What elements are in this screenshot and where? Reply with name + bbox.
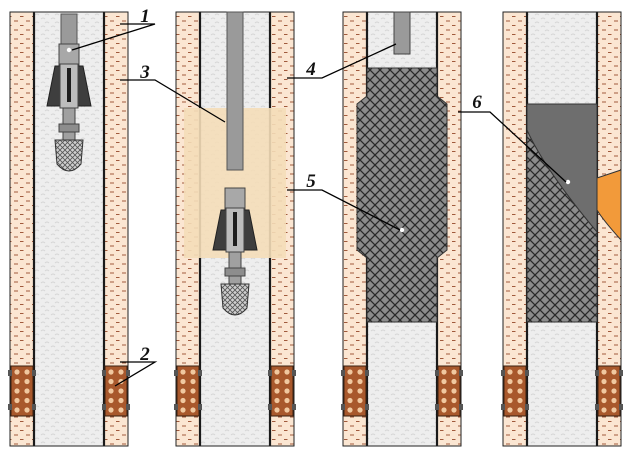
callout-label: 6 <box>472 92 482 113</box>
perforation-zone <box>268 366 296 416</box>
reamer-slot <box>67 68 71 102</box>
tool-sub <box>59 44 79 66</box>
perforation-zone <box>341 366 369 416</box>
well-panel-3 <box>341 12 463 446</box>
drill-bit <box>221 284 249 315</box>
callout-label: 5 <box>306 171 316 192</box>
tool-sub <box>225 188 245 210</box>
stabilizer-collar <box>225 268 245 276</box>
perforation-zone <box>8 366 36 416</box>
callout-label: 2 <box>139 344 150 365</box>
callout-label: 4 <box>305 59 316 80</box>
reamer-slot <box>233 212 237 246</box>
perforation-zone <box>102 366 130 416</box>
perforation-zone <box>174 366 202 416</box>
callout-anchor-5 <box>400 228 404 232</box>
well-panel-1 <box>8 12 130 446</box>
perforation-zone <box>595 366 623 416</box>
well-panel-2 <box>174 12 296 446</box>
well-panel-4 <box>501 12 623 446</box>
callout-anchor-1 <box>67 48 71 52</box>
callout-anchor-6 <box>566 180 570 184</box>
callout-label: 1 <box>140 6 150 27</box>
perforation-zone <box>435 366 463 416</box>
callout-label: 3 <box>139 62 150 83</box>
drill-bit <box>55 140 83 171</box>
tubing-stub <box>394 12 410 54</box>
drill-pipe <box>227 12 243 170</box>
perforation-zone <box>501 366 529 416</box>
cement-plug <box>357 68 447 322</box>
stabilizer-collar <box>59 124 79 132</box>
